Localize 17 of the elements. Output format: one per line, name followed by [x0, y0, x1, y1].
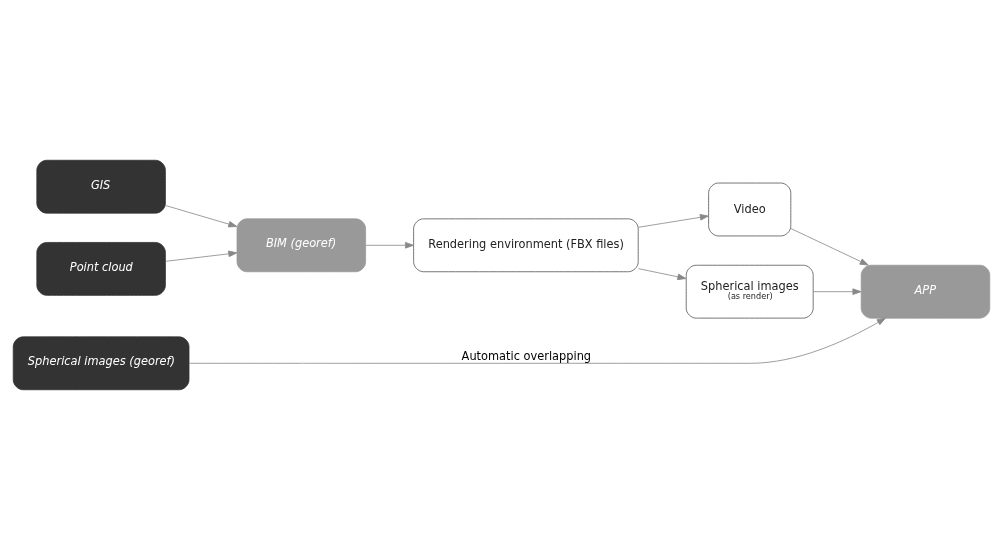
arrow — [638, 214, 709, 228]
arrow — [813, 288, 862, 295]
node-box: Spherical images (as render) — [685, 264, 814, 319]
node-box: Rendering environment (FBX files) — [413, 218, 639, 273]
arrow — [365, 242, 414, 249]
node-box: Point cloud — [36, 242, 166, 296]
node-box: Spherical images (georef) — [12, 336, 190, 391]
arrow — [638, 268, 687, 281]
node-box: APP — [860, 264, 991, 319]
arrow — [188, 317, 886, 364]
node-box: GIS — [36, 159, 166, 214]
arrow — [165, 205, 238, 228]
node-box: BIM (georef) — [236, 218, 366, 273]
edge-label: Automatic overlapping — [461, 349, 592, 364]
node-box: Video — [708, 182, 792, 237]
arrow — [165, 250, 238, 262]
arrow — [790, 228, 869, 266]
